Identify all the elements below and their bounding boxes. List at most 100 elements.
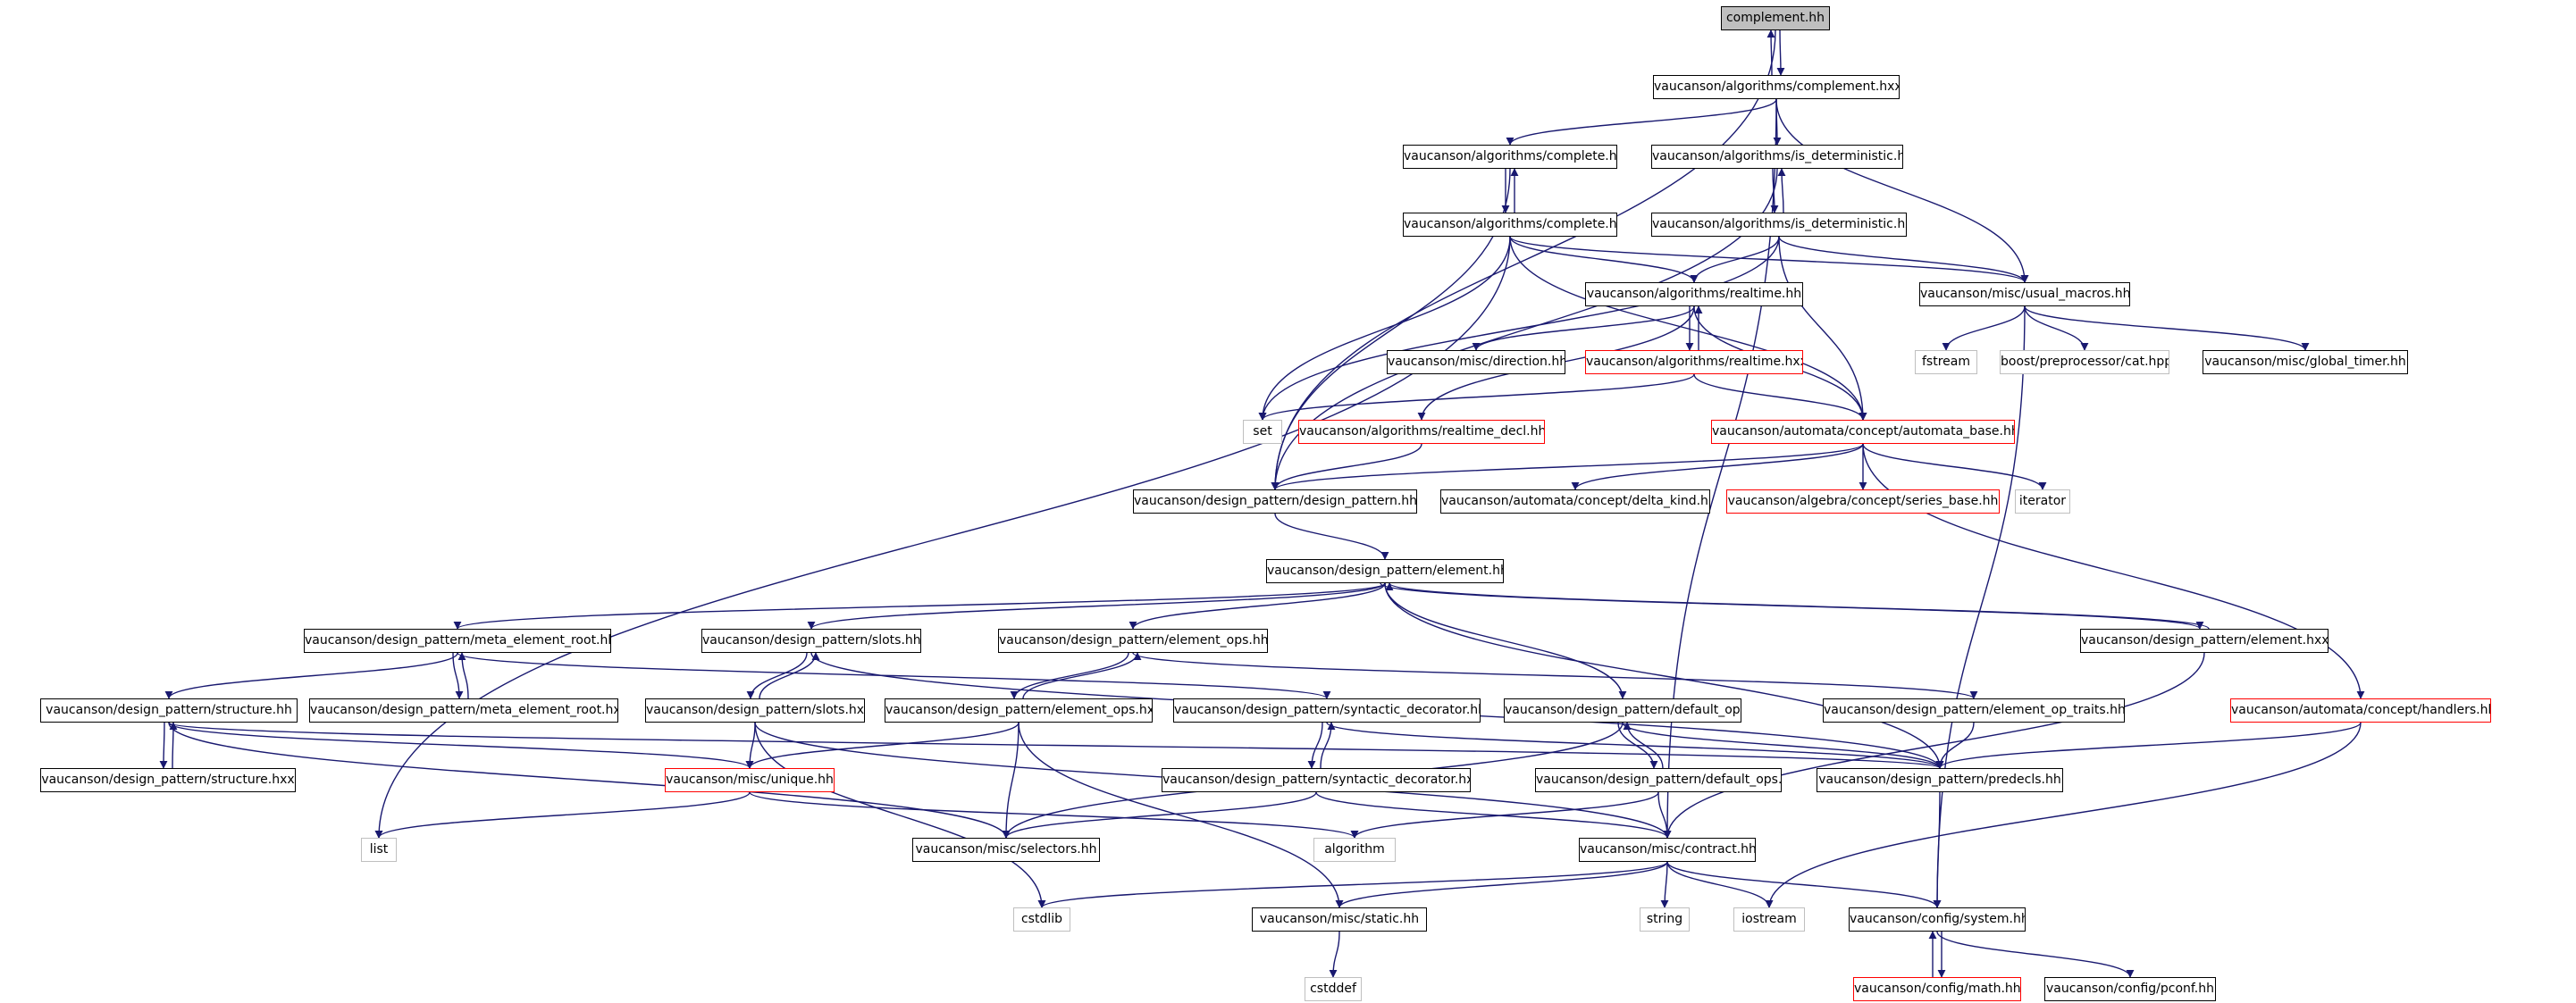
edge-dp-predecls-to-cfg-system (1933, 791, 1942, 908)
edge-dp-structure-hh-to-dp-predecls (168, 722, 1943, 769)
node-design-pattern-slots-hh[interactable]: vaucanson/design_pattern/slots.hh (701, 629, 921, 653)
node-misc-global-timer-hh[interactable]: vaucanson/misc/global_timer.hh (2203, 350, 2408, 374)
node-design-pattern-meta-element-root-hh[interactable]: vaucanson/design_pattern/meta_element_ro… (304, 629, 611, 653)
edge-dp-element-hh-to-dp-meta-root-hh (453, 582, 1386, 630)
edge-misc-static-to-cstddef (1329, 931, 1340, 978)
edge-dp-syn-dec-hxx-to-misc-selectors (1002, 791, 1317, 839)
node-misc-static-hh[interactable]: vaucanson/misc/static.hh (1252, 907, 1427, 932)
node-misc-usual-macros-hh[interactable]: vaucanson/misc/usual_macros.hh (1919, 282, 2130, 306)
edge-misc-unique-to-algorithm (749, 791, 1359, 839)
node-misc-direction-hh[interactable]: vaucanson/misc/direction.hh (1387, 350, 1565, 374)
node-config-system-hh[interactable]: vaucanson/config/system.hh (1849, 907, 2026, 932)
edge-alg-isdet-hxx-to-alg-realtime-hh (1690, 236, 1780, 283)
edge-alg-isdet-hxx-to-set (1258, 236, 1780, 421)
node-design-pattern-structure-hh[interactable]: vaucanson/design_pattern/structure.hh (40, 698, 298, 723)
node-fstream: fstream (1915, 350, 1977, 374)
node-design-pattern-meta-element-root-hxx[interactable]: vaucanson/design_pattern/meta_element_ro… (309, 698, 618, 723)
node-algorithm: algorithm (1313, 838, 1396, 862)
node-algorithms-complete-hxx[interactable]: vaucanson/algorithms/complete.hxx (1403, 213, 1617, 237)
edge-dp-element-ops-hxx-to-dp-element-ops-hh (1022, 652, 1142, 699)
node-design-pattern-structure-hxx[interactable]: vaucanson/design_pattern/structure.hxx (40, 768, 296, 792)
edge-misc-contract-to-cstdlib (1037, 861, 1668, 908)
edge-dp-element-hh-to-dp-slots-hh (807, 582, 1386, 630)
edge-alg-complement-hxx-to-misc-contract (1663, 98, 1777, 839)
edge-dp-default-ops-hxx-to-misc-contract (1657, 791, 1672, 839)
edge-dp-structure-hh-to-misc-selectors (168, 722, 1011, 839)
edge-alg-complement-hxx-to-alg-complete-hh (1506, 98, 1777, 146)
edge-alg-realtime-hxx-to-set (1258, 373, 1695, 421)
node-algebra-concept-series-base-hh[interactable]: vaucanson/algebra/concept/series_base.hh (1726, 489, 2000, 514)
node-automata-concept-delta-kind-hh[interactable]: vaucanson/automata/concept/delta_kind.hh (1440, 489, 1710, 514)
edge-alg-realtime-hxx-to-aut-automata-base (1693, 373, 1867, 421)
edge-alg-isdet-hxx-to-misc-usual-macros (1778, 236, 2029, 283)
edge-dp-default-ops-hxx-to-algorithm (1350, 791, 1659, 839)
edge-aut-automata-base-to-aut-handlers (1862, 443, 2365, 699)
node-misc-selectors-hh[interactable]: vaucanson/misc/selectors.hh (912, 838, 1100, 862)
edge-alg-complete-hxx-to-list (374, 236, 1511, 839)
node-design-pattern-default-ops-hxx[interactable]: vaucanson/design_pattern/default_ops.hxx (1535, 768, 1782, 792)
edge-aut-handlers-to-dp-predecls (1935, 722, 2362, 769)
edge-dp-slots-hxx-to-misc-unique (745, 722, 756, 769)
edge-dp-element-ops-hh-to-dp-element-ops-hxx (1010, 652, 1129, 699)
node-misc-unique-hh[interactable]: vaucanson/misc/unique.hh (665, 768, 835, 792)
node-design-pattern-syntactic-decorator-hh[interactable]: vaucanson/design_pattern/syntactic_decor… (1173, 698, 1481, 723)
edge-dp-meta-root-hh-to-dp-meta-root-hxx (452, 652, 464, 699)
node-complement-hh[interactable]: complement.hh (1721, 6, 1830, 30)
edge-dp-element-ops-hxx-to-misc-unique (745, 722, 1019, 769)
edge-alg-realtime-decl-to-dp-design-pattern (1271, 443, 1422, 490)
node-misc-contract-hh[interactable]: vaucanson/misc/contract.hh (1579, 838, 1756, 862)
edge-misc-contract-to-iostream (1666, 861, 1774, 908)
edge-aut-automata-base-to-aut-delta-kind (1571, 443, 1864, 490)
edge-dp-slots-hh-to-dp-slots-hxx (746, 652, 808, 699)
node-design-pattern-slots-hxx[interactable]: vaucanson/design_pattern/slots.hxx (645, 698, 865, 723)
edge-dp-element-hh-to-dp-element-ops-hh (1129, 582, 1386, 630)
node-design-pattern-default-ops-hh[interactable]: vaucanson/design_pattern/default_ops.hh (1504, 698, 1741, 723)
node-automata-concept-automata-base-hh[interactable]: vaucanson/automata/concept/automata_base… (1711, 420, 2015, 444)
edge-dp-default-ops-hh-to-dp-predecls (1622, 722, 1944, 769)
edge-dp-design-pattern-to-dp-element-hh (1274, 513, 1389, 560)
node-design-pattern-design-pattern-hh[interactable]: vaucanson/design_pattern/design_pattern.… (1133, 489, 1417, 514)
edge-dp-syn-dec-hxx-to-dp-syn-dec-hh (1320, 722, 1336, 769)
node-algorithms-complement-hxx[interactable]: vaucanson/algorithms/complement.hxx (1653, 75, 1900, 99)
edge-alg-complement-hxx-to-complement-hh (1766, 29, 1775, 76)
node-algorithms-realtime-hxx[interactable]: vaucanson/algorithms/realtime.hxx (1585, 350, 1803, 374)
node-algorithms-realtime-hh[interactable]: vaucanson/algorithms/realtime.hh (1585, 282, 1803, 306)
edge-dp-slots-hxx-to-cstdlib (754, 722, 1046, 908)
edge-dp-meta-root-hxx-to-dp-meta-root-hh (457, 652, 469, 699)
node-design-pattern-syntactic-decorator-hxx[interactable]: vaucanson/design_pattern/syntactic_decor… (1162, 768, 1471, 792)
node-automata-concept-handlers-hh[interactable]: vaucanson/automata/concept/handlers.hh (2230, 698, 2491, 723)
edge-complement-hh-to-dp-design-pattern (1271, 29, 1776, 490)
node-string: string (1640, 907, 1690, 932)
node-design-pattern-element-ops-hh[interactable]: vaucanson/design_pattern/element_ops.hh (998, 629, 1268, 653)
node-iostream: iostream (1733, 907, 1805, 932)
node-boost-preprocessor-cat-hpp: boost/preprocessor/cat.hpp (2000, 350, 2169, 374)
node-config-pconf-hh[interactable]: vaucanson/config/pconf.hh (2044, 977, 2216, 1001)
edge-misc-contract-to-string (1660, 861, 1669, 908)
edge-dp-structure-hh-to-misc-unique (168, 722, 754, 769)
node-design-pattern-predecls-hh[interactable]: vaucanson/design_pattern/predecls.hh (1817, 768, 2063, 792)
node-algorithms-is-deterministic-hxx[interactable]: vaucanson/algorithms/is_deterministic.hx… (1651, 213, 1907, 237)
edge-dp-syn-dec-hh-to-dp-predecls (1326, 722, 1944, 769)
node-design-pattern-element-hxx[interactable]: vaucanson/design_pattern/element.hxx (2080, 629, 2328, 653)
edge-dp-element-hh-to-dp-default-ops-hh (1384, 582, 1627, 699)
node-config-math-hh[interactable]: vaucanson/config/math.hh (1853, 977, 2021, 1001)
node-design-pattern-element-ops-hxx[interactable]: vaucanson/design_pattern/element_ops.hxx (885, 698, 1153, 723)
edge-dp-meta-root-hh-to-dp-structure-hh (164, 652, 458, 699)
edge-dp-element-ops-hh-to-dp-element-op-traits (1132, 652, 1978, 699)
edge-dp-structure-hxx-to-dp-structure-hh (169, 722, 178, 769)
edge-dp-slots-hxx-to-dp-slots-hh (759, 652, 820, 699)
edge-dp-element-ops-hxx-to-misc-static (1018, 722, 1344, 908)
node-design-pattern-element-op-traits-hh[interactable]: vaucanson/design_pattern/element_op_trai… (1823, 698, 2125, 723)
node-design-pattern-element-hh[interactable]: vaucanson/design_pattern/element.hh (1266, 559, 1504, 583)
edge-misc-contract-to-cfg-system (1666, 861, 1942, 908)
edge-alg-complete-hxx-to-set (1258, 236, 1511, 421)
edge-alg-complete-hxx-to-aut-automata-base (1509, 236, 1867, 421)
node-algorithms-realtime-decl-hh[interactable]: vaucanson/algorithms/realtime_decl.hh (1298, 420, 1545, 444)
node-iterator: iterator (2015, 489, 2070, 514)
edge-complement-hh-to-alg-complement-hxx (1776, 29, 1785, 76)
edge-misc-usual-macros-to-misc-global-timer (2024, 305, 2310, 351)
node-cstdlib: cstdlib (1013, 907, 1070, 932)
node-algorithms-is-deterministic-hh[interactable]: vaucanson/algorithms/is_deterministic.hh (1651, 145, 1903, 169)
edge-dp-meta-root-hh-to-dp-syn-dec-hh (457, 652, 1331, 699)
node-algorithms-complete-hh[interactable]: vaucanson/algorithms/complete.hh (1403, 145, 1617, 169)
